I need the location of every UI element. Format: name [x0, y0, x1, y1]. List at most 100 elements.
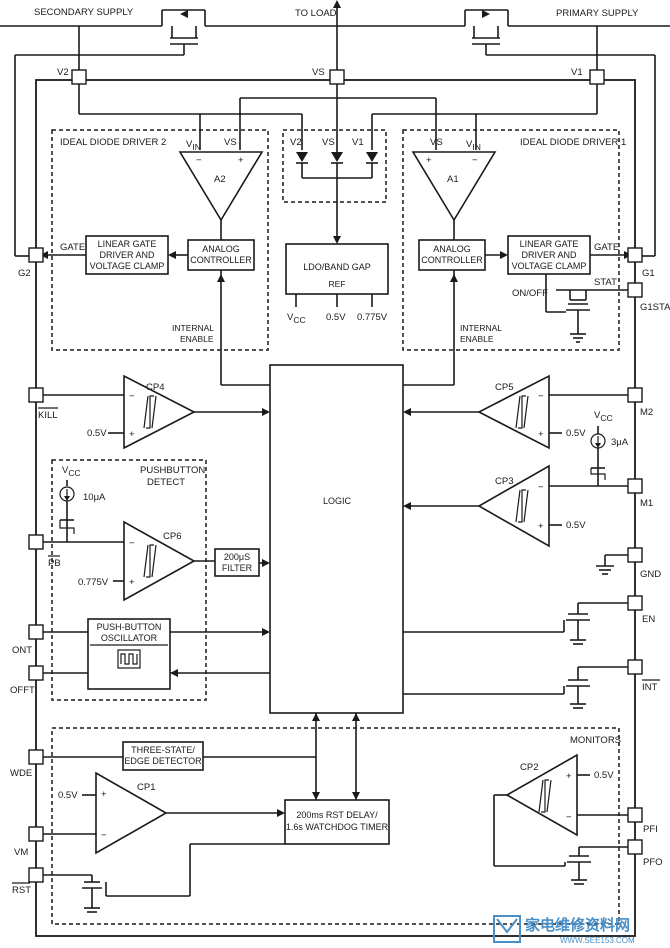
wde-label: WDE: [10, 768, 32, 779]
pin-v1: [589, 69, 605, 85]
sel-v2: V2: [290, 137, 302, 148]
pin-m2: [627, 387, 643, 403]
cp2-label: CP2: [520, 762, 538, 773]
cp1-ref: 0.5V: [58, 790, 78, 801]
pin-wde: [28, 749, 44, 765]
comparator-cp2: [505, 753, 578, 837]
amp-a2: [178, 151, 264, 222]
cp5-minus: −: [538, 391, 544, 402]
to-load-label: TO LOAD: [295, 8, 337, 19]
driver2-gate: GATE: [60, 242, 85, 253]
pfo-label: PFO: [643, 857, 663, 868]
m1-switch: [590, 468, 606, 480]
driver1-analog-line2: CONTROLLER: [421, 255, 483, 265]
pin-g2: [28, 247, 44, 263]
pin-g1stat: [627, 282, 643, 298]
cp5-ref: 0.5V: [566, 428, 586, 439]
cp6-hysteresis: [146, 544, 154, 578]
stat-label: STAT: [594, 277, 617, 288]
driver1-lg-line2: DRIVER AND: [521, 250, 577, 260]
secondary-supply-label: SECONDARY SUPPLY: [34, 7, 134, 18]
pb-title-1: PUSHBUTTON: [140, 465, 205, 476]
oscillator-wave: [120, 653, 138, 665]
cp6-label: CP6: [163, 531, 181, 542]
driver2-ie-line2: ENABLE: [180, 334, 214, 344]
logic-block: [269, 364, 404, 714]
g1-label: G1: [642, 268, 655, 279]
driver2-ie-line1: INTERNAL: [172, 323, 214, 333]
driver2-analog-line1: ANALOG: [202, 244, 240, 254]
pin-g1: [627, 247, 643, 263]
filter-block: [214, 548, 260, 577]
driver2-analog-controller: [187, 239, 255, 271]
selector-diodes: [296, 152, 378, 244]
pin-rst: [28, 867, 44, 883]
tsd-line2: EDGE DETECTOR: [124, 756, 202, 766]
pfo-mosfet: [564, 846, 628, 885]
cp6-minus: −: [129, 538, 135, 549]
cp2-hysteresis-slants: [538, 779, 552, 813]
cp3-ref: 0.5V: [566, 520, 586, 531]
pb-switch: [59, 520, 75, 534]
rst-label: RST: [12, 885, 31, 896]
a1-label: A1: [447, 174, 459, 185]
ldo-05v: 0.5V: [326, 312, 346, 323]
pfi-label: PFI: [643, 824, 658, 835]
driver1-analog-controller: [418, 239, 486, 271]
driver2-frame: [51, 129, 269, 351]
pin-kill: [28, 387, 44, 403]
ldo-label: LDO/BAND GAP: [303, 262, 371, 272]
pin-pfi: [627, 807, 643, 823]
comparator-cp5: [477, 374, 550, 450]
logic-label: LOGIC: [323, 496, 352, 506]
watermark-cn: 家电维修资料网: [525, 916, 630, 934]
kill-label: KILL: [38, 410, 58, 421]
a1-plus: +: [426, 155, 432, 166]
driver2-vs: VS: [224, 137, 237, 148]
cp2-hysteresis: [541, 779, 549, 813]
m1-current-label: 3μA: [611, 437, 629, 448]
three-state-detector: [122, 741, 204, 771]
cp5-label: CP5: [495, 382, 513, 393]
pin-offt: [28, 665, 44, 681]
pin-pb: [28, 534, 44, 550]
cp4-minus: −: [129, 391, 135, 402]
cp6-ref: 0.775V: [78, 577, 109, 588]
cp1-plus: +: [101, 789, 107, 800]
comparator-cp4: [123, 374, 196, 450]
driver1-vs: VS: [430, 137, 443, 148]
onoff-label: ON/OFF: [512, 288, 548, 299]
a2-label: A2: [214, 174, 226, 185]
rst-line1: 200ms RST DELAY/: [296, 810, 378, 820]
int-mosfet: [403, 666, 628, 709]
pin-vs: [329, 69, 345, 85]
cp2-plus: +: [566, 771, 572, 782]
osc-line2: OSCILLATOR: [101, 633, 158, 643]
g1stat-label: G1STAT: [640, 302, 670, 313]
selector-frame: [282, 129, 387, 203]
driver2-vin: VIN: [186, 139, 201, 152]
sel-v1: V1: [352, 137, 364, 148]
pb-current-label: 10μA: [83, 492, 106, 503]
driver1-analog-line1: ANALOG: [433, 244, 471, 254]
pin-pfo: [627, 839, 643, 855]
a2-minus: −: [196, 155, 202, 166]
v2-label: V2: [57, 67, 69, 78]
ldo-band-gap: [285, 243, 389, 295]
gnd-label: GND: [640, 569, 661, 580]
cp6-plus: +: [129, 577, 135, 588]
cp4-hysteresis: [146, 395, 154, 429]
cp3-minus: −: [538, 482, 544, 493]
watermark: 家电维修资料网 WWW.SEE153.COM: [493, 915, 635, 945]
ont-label: ONT: [12, 645, 32, 656]
driver2-lg-line2: DRIVER AND: [99, 250, 155, 260]
amp-a1: [411, 151, 497, 222]
driver2-lg-line1: LINEAR GATE: [98, 239, 157, 249]
primary-supply-label: PRIMARY SUPPLY: [556, 8, 639, 19]
cp3-hysteresis-slants: [515, 489, 529, 523]
cp5-plus: +: [538, 429, 544, 440]
pb-label: PB: [48, 558, 61, 569]
comparator-cp1: [95, 771, 168, 855]
en-label: EN: [642, 614, 655, 625]
pb-vcc: VCC: [62, 465, 81, 478]
